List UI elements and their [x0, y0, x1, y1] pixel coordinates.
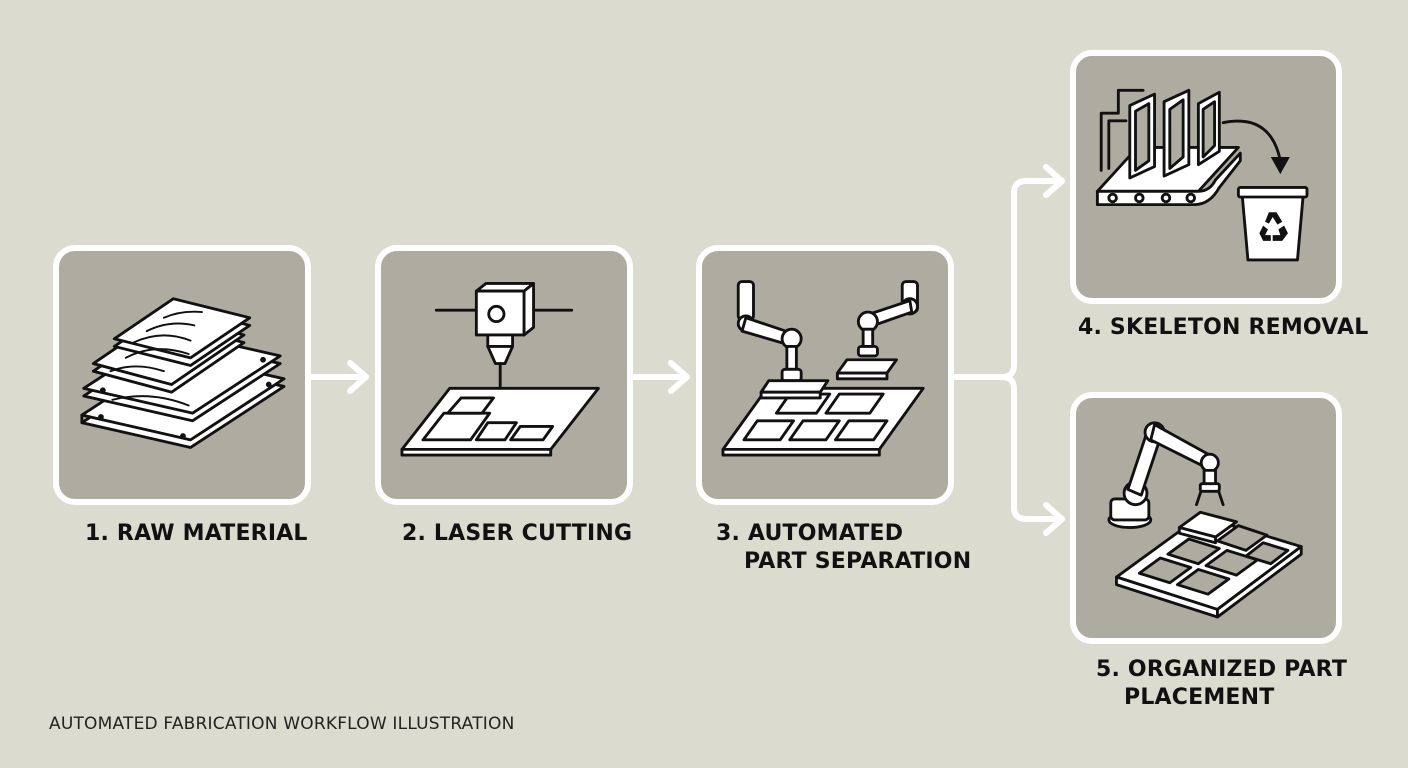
- step-card-raw-material: [53, 245, 311, 505]
- step-label-part-placement: 5. ORGANIZED PART PLACEMENT: [1096, 657, 1348, 710]
- step-card-part-placement: [1070, 392, 1342, 644]
- step-card-part-separation: [696, 245, 954, 505]
- step-card-skeleton-removal: [1070, 50, 1342, 304]
- step-label-raw-material: 1. RAW MATERIAL: [85, 521, 308, 546]
- laser-cutter-icon: [400, 282, 600, 457]
- step-card-laser-cutting: [375, 245, 633, 505]
- step-label-laser-cutting: 2. LASER CUTTING: [402, 521, 633, 546]
- step-label-skeleton-removal: 4. SKELETON REMOVAL: [1078, 315, 1369, 340]
- conveyor-recycle-icon: [1095, 88, 1309, 262]
- wood-planks-icon: [80, 297, 286, 449]
- diagram-caption: AUTOMATED FABRICATION WORKFLOW ILLUSTRAT…: [49, 714, 515, 734]
- robot-arms-icon: [721, 280, 925, 457]
- step-label-part-separation: 3. AUTOMATED PART SEPARATION: [716, 521, 972, 574]
- robot-tray-icon: [1107, 421, 1303, 619]
